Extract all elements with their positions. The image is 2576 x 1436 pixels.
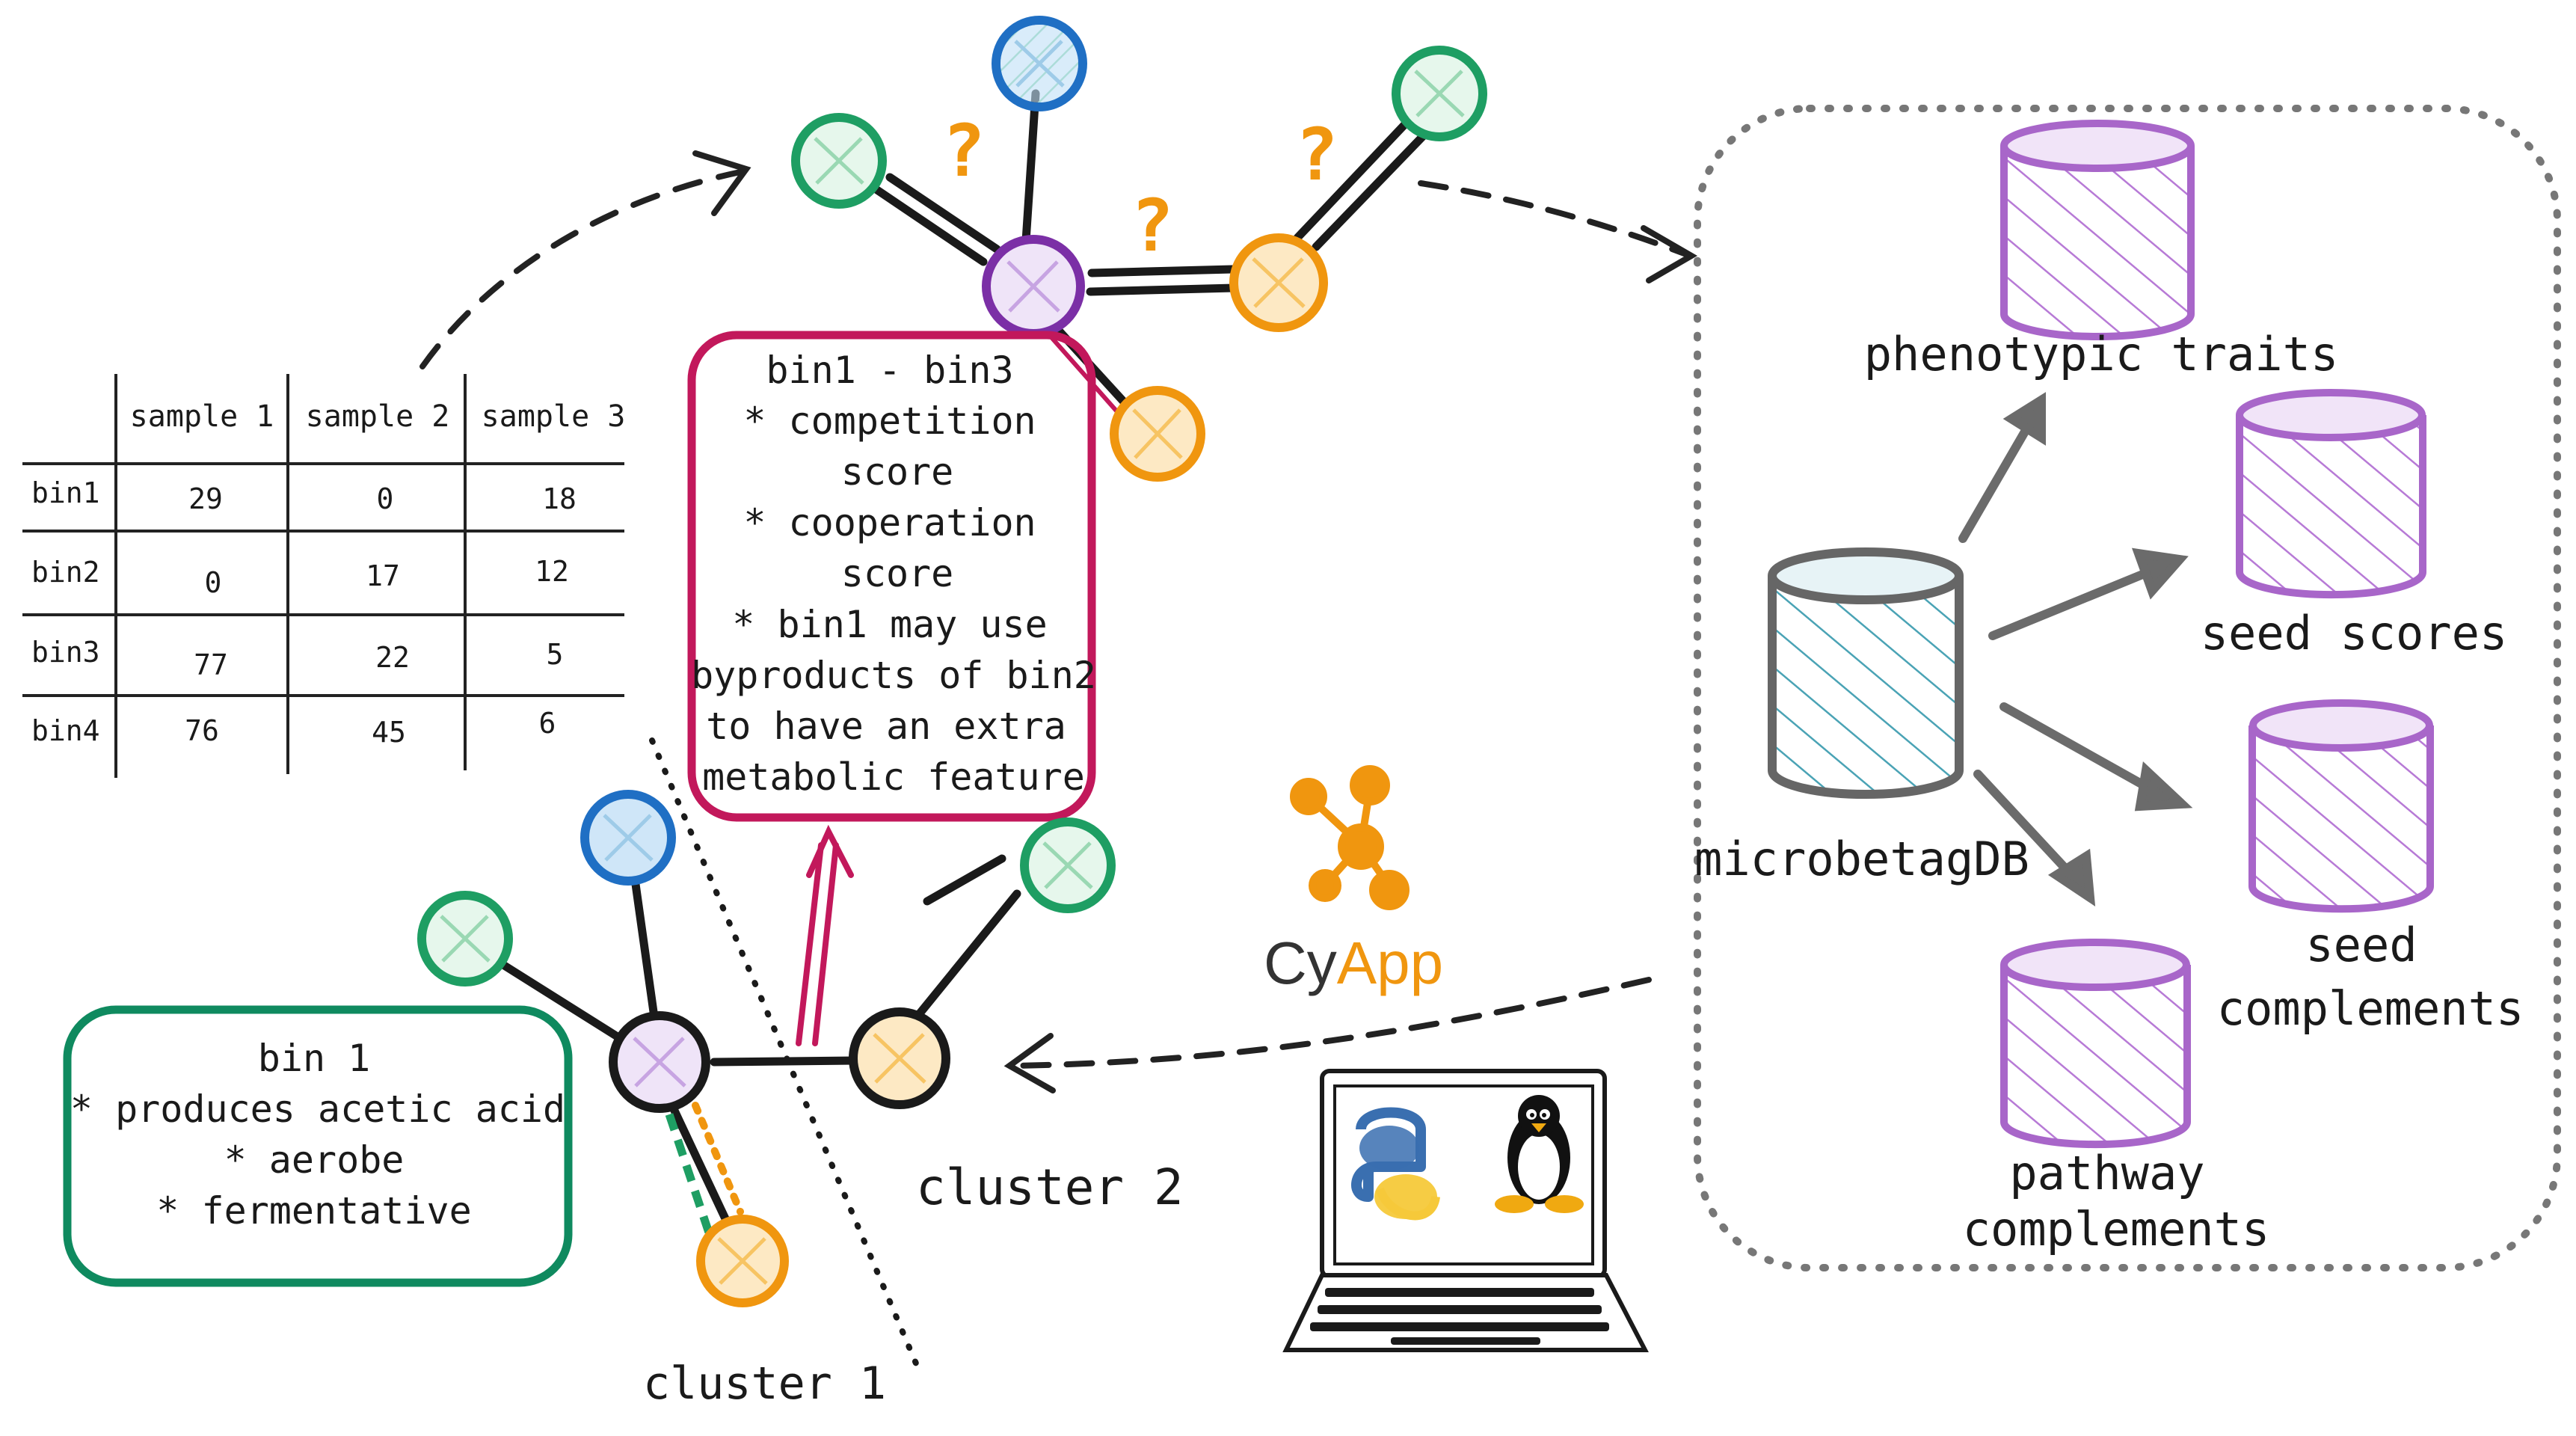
db-cylinder-microbetagdb xyxy=(1768,547,1964,799)
table-cell: 0 xyxy=(205,566,222,599)
node-orange-lower xyxy=(1110,386,1205,482)
edge-orange-dotted xyxy=(692,1102,744,1215)
database-region xyxy=(1694,105,2561,1271)
pair-line: * competition xyxy=(743,399,1036,443)
cluster-divider xyxy=(649,737,921,1372)
table-row-label: bin1 xyxy=(31,476,100,509)
db-output-pathway: pathway xyxy=(2009,1146,2204,1200)
db-output-complements: complements xyxy=(2217,981,2524,1036)
db-output-seed: seed xyxy=(2305,918,2417,972)
abundance-table xyxy=(22,374,624,778)
pair-line: score xyxy=(841,450,954,494)
pair-line: bin1 - bin3 xyxy=(766,349,1013,392)
table-cell: 0 xyxy=(377,482,394,515)
linux-penguin-icon xyxy=(1495,1095,1584,1213)
arrow-network-to-db xyxy=(1418,180,1697,283)
table-header-sample2: sample 2 xyxy=(306,399,450,434)
db-cylinder-seed-scores xyxy=(2236,389,2426,599)
pair-info-box xyxy=(687,331,1096,822)
db-cylinder-pathway-complements xyxy=(2000,939,2191,1149)
db-output-complements-2: complements xyxy=(1963,1202,2270,1256)
pair-line: metabolic feature xyxy=(702,755,1085,799)
bin-info-text: bin 1 * produces acetic acid * aerobe * … xyxy=(70,1037,565,1233)
table-row-label: bin2 xyxy=(31,556,100,589)
pair-line: * cooperation xyxy=(743,501,1036,544)
pair-line: * bin1 may use xyxy=(732,603,1047,646)
table-cell: 76 xyxy=(185,714,219,747)
node-blue-top xyxy=(992,16,1087,111)
table-row-label: bin3 xyxy=(31,636,100,669)
table-header-sample3: sample 3 xyxy=(482,399,626,434)
question-mark: ? xyxy=(942,109,986,193)
laptop-icon xyxy=(1282,1069,1649,1352)
cluster-2-label: cluster 2 xyxy=(916,1159,1184,1216)
table-text: sample 1 sample 2 sample 3 bin1 29 0 18 … xyxy=(31,399,625,749)
table-cell: 5 xyxy=(547,638,564,671)
db-output-phenotypic-traits: phenotypic traits xyxy=(1864,327,2339,381)
node-purple-cluster1 xyxy=(609,1011,710,1113)
cytoscape-logo-icon xyxy=(1290,765,1410,910)
db-labels: phenotypic traits seed scores seed compl… xyxy=(1694,327,2524,1256)
table-cell: 6 xyxy=(539,707,556,740)
db-output-arrows xyxy=(1958,392,2193,906)
pair-line: to have an extra xyxy=(706,705,1066,748)
node-purple-center xyxy=(982,235,1085,338)
cyapp-label-app: App xyxy=(1337,930,1443,996)
table-cell: 17 xyxy=(366,559,400,592)
cluster-1-label: cluster 1 xyxy=(643,1357,886,1410)
question-marks: ? ? ? xyxy=(942,109,1338,268)
python-logo-icon xyxy=(1351,1107,1440,1221)
db-cylinder-seed-complements xyxy=(2248,699,2434,913)
arrow-cluster-to-pair-box xyxy=(796,824,854,1046)
pair-line: score xyxy=(841,552,954,595)
arrow-table-to-network xyxy=(419,150,751,369)
table-cell: 12 xyxy=(535,555,569,588)
table-cell: 45 xyxy=(372,716,406,749)
db-name-label: microbetagDB xyxy=(1694,832,2029,886)
cyapp-label-cy: Cy xyxy=(1264,930,1337,996)
bin-line: * fermentative xyxy=(156,1189,471,1233)
db-output-seed-scores: seed scores xyxy=(2201,606,2508,660)
table-cell: 77 xyxy=(194,648,228,681)
node-green-left xyxy=(791,113,887,209)
table-cell: 22 xyxy=(375,641,410,674)
bottom-network-nodes xyxy=(417,790,1116,1307)
node-orange-mid xyxy=(1229,233,1328,332)
question-mark: ? xyxy=(1131,184,1174,268)
table-cell: 29 xyxy=(188,482,223,515)
node-orange-cluster1 xyxy=(696,1215,789,1307)
edge-green-dashed xyxy=(665,1113,716,1243)
table-row-label: bin4 xyxy=(31,714,100,747)
top-network-nodes xyxy=(791,16,1487,482)
bottom-network-edges xyxy=(493,854,1021,1231)
node-orange-cluster2 xyxy=(849,1007,950,1109)
bin-line: bin 1 xyxy=(258,1037,371,1080)
bin-line: * produces acetic acid xyxy=(70,1087,565,1131)
bin-info-box xyxy=(63,1005,573,1287)
table-cell: 18 xyxy=(542,482,577,515)
pair-info-text: bin1 - bin3 * competition score * cooper… xyxy=(691,349,1096,799)
db-cylinder-phenotypic xyxy=(2000,120,2195,340)
node-green-right xyxy=(1392,46,1487,141)
node-blue-bottom xyxy=(580,790,676,886)
question-mark: ? xyxy=(1295,113,1338,197)
node-green-cluster2 xyxy=(1020,817,1116,913)
bin-line: * aerobe xyxy=(224,1138,405,1182)
node-green-cluster1 xyxy=(417,891,513,987)
cyapp-label: CyApp xyxy=(1264,930,1443,996)
pair-line: byproducts of bin2 xyxy=(691,654,1096,697)
arrow-db-to-cluster2 xyxy=(1003,977,1652,1093)
table-header-sample1: sample 1 xyxy=(130,399,274,434)
